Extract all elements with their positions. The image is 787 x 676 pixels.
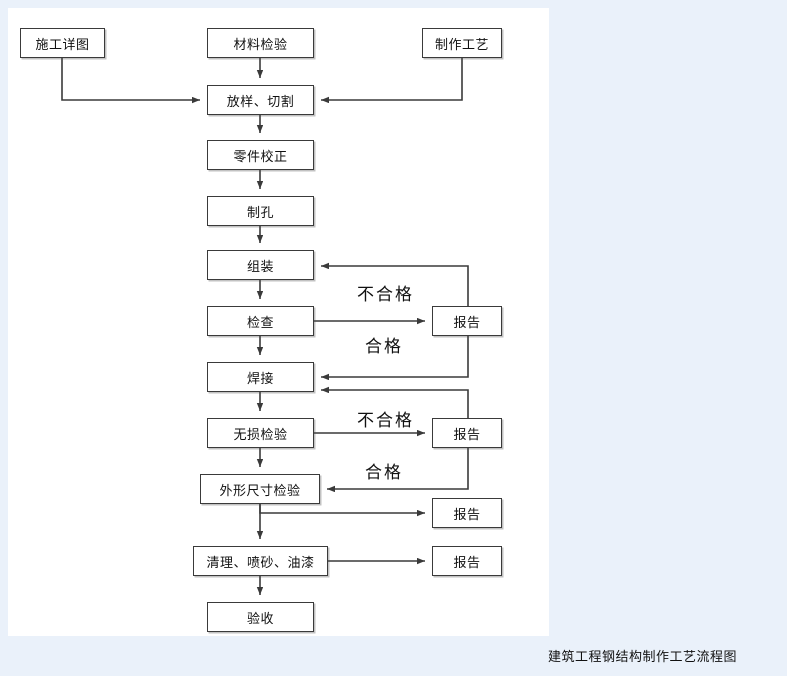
node-shigong-xiangtu[interactable]: 施工详图 xyxy=(20,28,105,58)
edge-baogao1-buhege-to-zuzhuang xyxy=(321,262,469,306)
edge-zhizuo-to-fangyang xyxy=(321,58,463,104)
edge-label-hege-2: 合格 xyxy=(365,463,403,483)
node-label: 放样、切割 xyxy=(226,94,295,110)
node-jiancha[interactable]: 检查 xyxy=(207,306,314,336)
node-label: 焊接 xyxy=(246,371,274,387)
node-baogao-1[interactable]: 报告 xyxy=(432,306,502,336)
edge-baogao2-buhege-to-hanjie xyxy=(321,386,469,418)
node-label: 报告 xyxy=(453,507,481,523)
node-label: 检查 xyxy=(246,315,274,331)
diagram-caption: 建筑工程钢结构制作工艺流程图 xyxy=(548,650,738,665)
node-label: 报告 xyxy=(453,555,481,571)
node-label: 制孔 xyxy=(246,205,274,221)
node-label: 外形尺寸检验 xyxy=(219,483,301,499)
edge-label-buhege-1: 不合格 xyxy=(357,285,414,305)
node-baogao-2[interactable]: 报告 xyxy=(432,418,502,448)
edge-label-hege-1: 合格 xyxy=(365,337,403,357)
node-label: 无损检验 xyxy=(233,427,288,443)
node-label: 组装 xyxy=(246,259,274,275)
node-wusun-jianyan[interactable]: 无损检验 xyxy=(207,418,314,448)
node-baogao-4[interactable]: 报告 xyxy=(432,546,502,576)
node-zhizuo-gongyi[interactable]: 制作工艺 xyxy=(422,28,502,58)
edge-baogao1-hege-to-hanjie xyxy=(321,336,469,381)
edge-waixing-to-baogao3 xyxy=(259,504,425,517)
edge-label-buhege-2: 不合格 xyxy=(357,411,414,431)
node-lingjian-jiaozheng[interactable]: 零件校正 xyxy=(207,140,314,170)
node-label: 报告 xyxy=(453,315,481,331)
node-label: 施工详图 xyxy=(35,37,90,53)
node-yanshou[interactable]: 验收 xyxy=(207,602,314,632)
node-zhikong[interactable]: 制孔 xyxy=(207,196,314,226)
edge-baogao2-hege-to-waixing xyxy=(327,448,469,493)
node-label: 报告 xyxy=(453,427,481,443)
node-label: 零件校正 xyxy=(233,149,288,165)
node-label: 清理、喷砂、油漆 xyxy=(206,555,315,571)
node-label: 材料检验 xyxy=(233,37,288,53)
node-fangyang-qiege[interactable]: 放样、切割 xyxy=(207,85,314,115)
node-label: 制作工艺 xyxy=(434,37,489,53)
node-waixing-chicun[interactable]: 外形尺寸检验 xyxy=(200,474,320,504)
node-hanjie[interactable]: 焊接 xyxy=(207,362,314,392)
edge-shigong-to-fangyang xyxy=(61,58,200,104)
node-label: 验收 xyxy=(246,611,274,627)
node-cailiao-jianyan[interactable]: 材料检验 xyxy=(207,28,314,58)
node-qingli-penSha[interactable]: 清理、喷砂、油漆 xyxy=(193,546,328,576)
node-baogao-3[interactable]: 报告 xyxy=(432,498,502,528)
node-zuzhuang[interactable]: 组装 xyxy=(207,250,314,280)
